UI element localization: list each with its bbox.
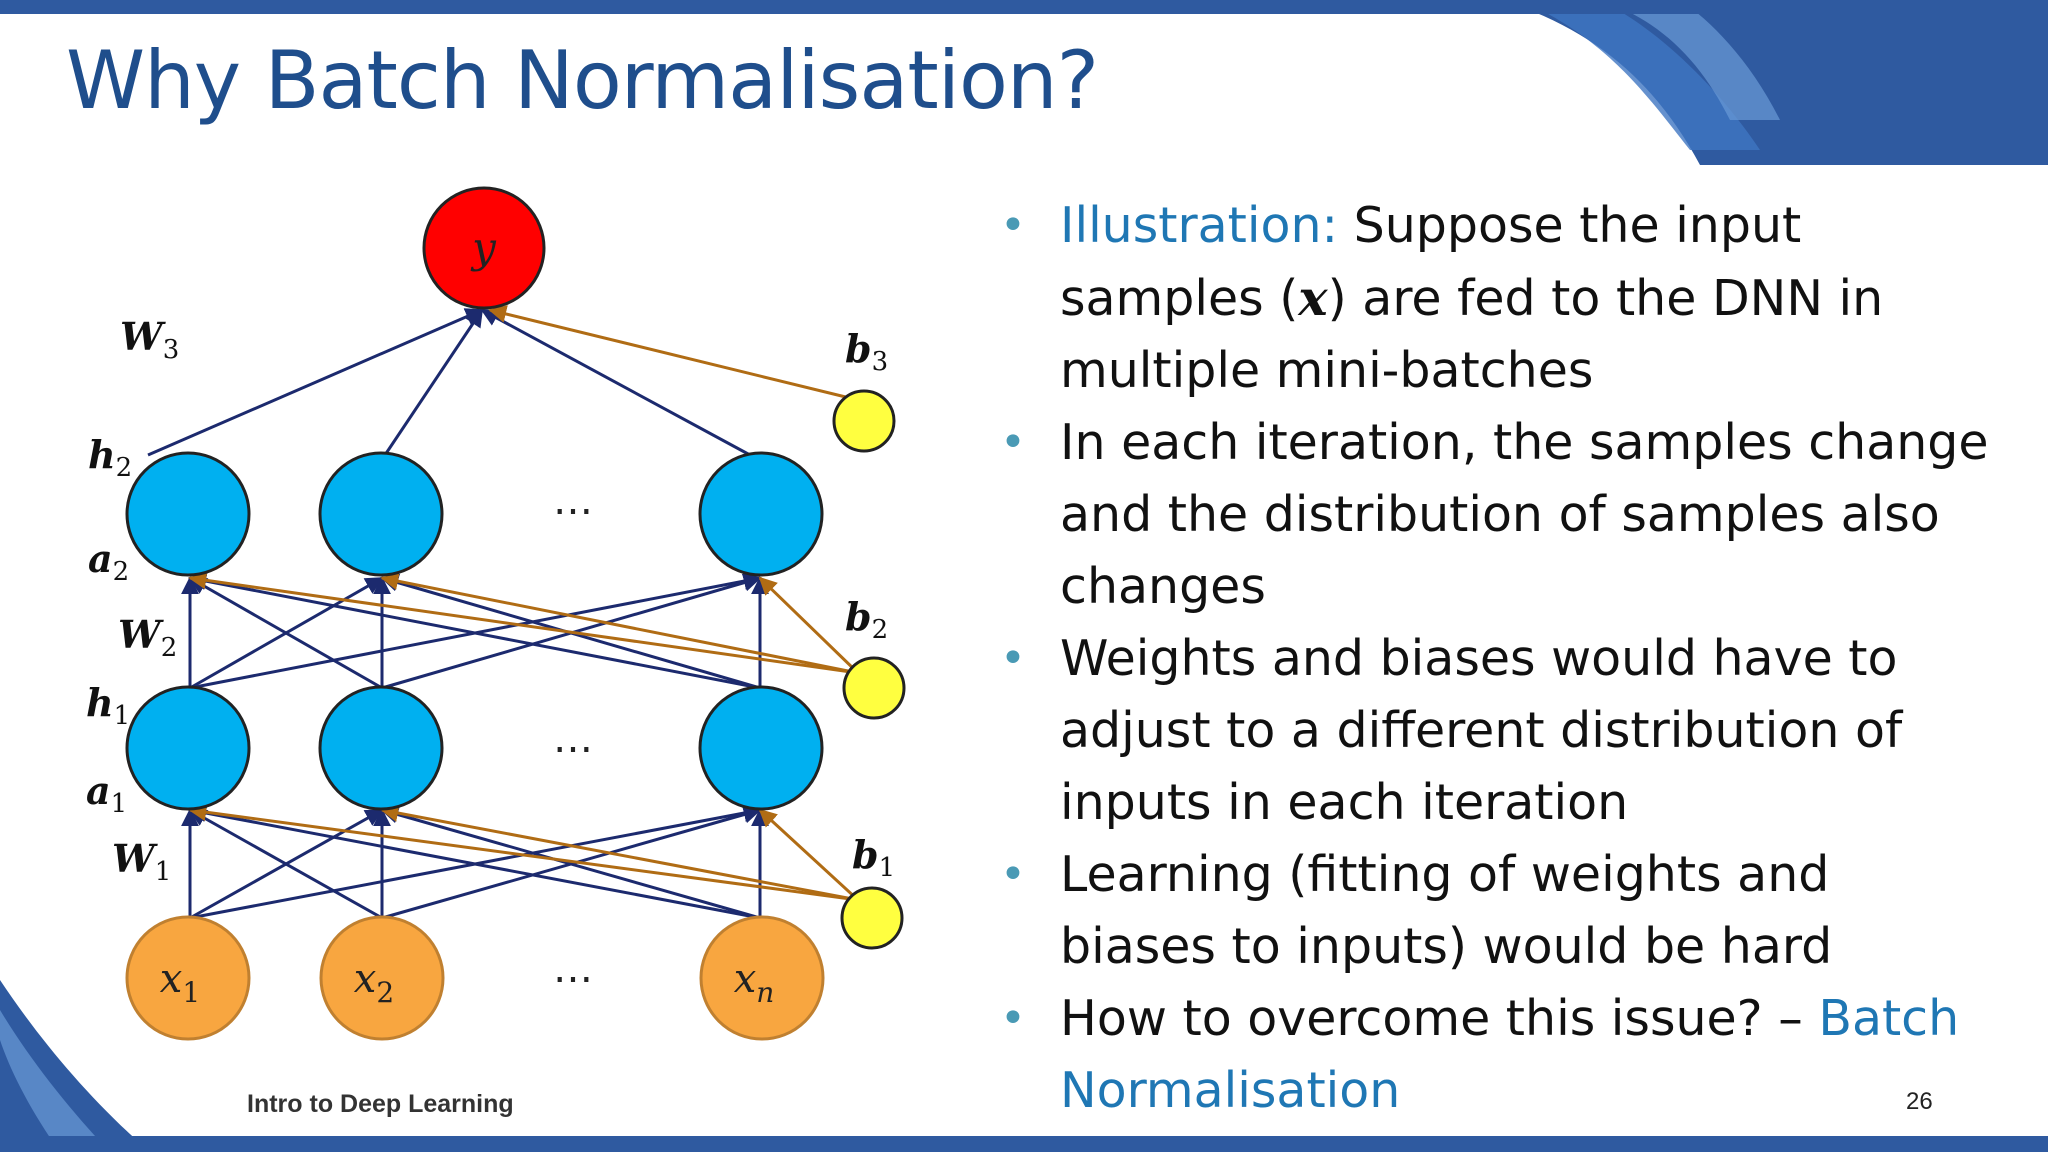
bias-nodes: [832, 389, 906, 950]
bullet-item: Learning (fitting of weights and biases …: [1000, 839, 2000, 983]
input-node-1: [125, 915, 251, 1041]
bias-node-3: [832, 389, 896, 453]
input-node-2-label: x2: [354, 956, 394, 1009]
input-ellipsis: …: [553, 946, 593, 992]
hidden2-node-1: [125, 451, 251, 577]
label-h1: h1: [86, 680, 130, 731]
hidden-layer-1: …: [125, 685, 824, 811]
bullet-item: In each iteration, the samples change an…: [1000, 407, 2000, 623]
hidden1-ellipsis: …: [553, 716, 593, 762]
bullet-item: How to overcome this issue? – Batch Norm…: [1000, 983, 2000, 1127]
label-W1: W1: [112, 836, 171, 887]
hidden2-node-3: [698, 451, 824, 577]
hidden2-node-2: [318, 451, 444, 577]
footer-course-title: Intro to Deep Learning: [247, 1090, 514, 1118]
label-b3: b3: [845, 326, 888, 377]
bullet-item: Illustration: Suppose the input samples …: [1000, 190, 2000, 407]
label-h2: h2: [88, 432, 132, 483]
hidden1-node-3: [698, 685, 824, 811]
input-node-2: [319, 915, 445, 1041]
input-layer: x1 x2 xn …: [125, 915, 825, 1041]
output-node-label: y: [470, 223, 497, 272]
label-b2: b2: [845, 594, 888, 645]
output-node: y: [422, 186, 546, 310]
bias-edges: [188, 305, 860, 902]
bias-node-2: [842, 656, 906, 720]
top-band: [0, 0, 2048, 14]
input-node-1-label: x1: [160, 956, 200, 1009]
layer-labels: W3 b3 h2 a2 W2 b2 h1 a1 W1 b1: [86, 314, 895, 887]
input-node-3: [699, 915, 825, 1041]
label-b1: b1: [852, 832, 895, 883]
page-number: 26: [1906, 1088, 1933, 1115]
hidden1-node-2: [318, 685, 444, 811]
input-node-3-label: xn: [734, 956, 775, 1009]
label-a2: a2: [88, 536, 129, 587]
hidden1-node-1: [125, 685, 251, 811]
bullet-list: Illustration: Suppose the input samples …: [1000, 190, 2000, 1127]
slide-title: Why Batch Normalisation?: [66, 34, 1099, 127]
label-W3: W3: [120, 314, 179, 365]
bottom-band: [0, 1136, 2048, 1152]
neural-network-diagram: y … … x1 x2 xn …: [86, 186, 906, 1041]
bullet-item: Weights and biases would have to adjust …: [1000, 623, 2000, 839]
bias-node-1: [840, 886, 904, 950]
hidden-layer-2: …: [125, 451, 824, 577]
label-W2: W2: [118, 612, 177, 663]
label-a1: a1: [86, 768, 127, 819]
weight-edges: [147, 308, 769, 920]
hidden2-ellipsis: …: [553, 478, 593, 524]
